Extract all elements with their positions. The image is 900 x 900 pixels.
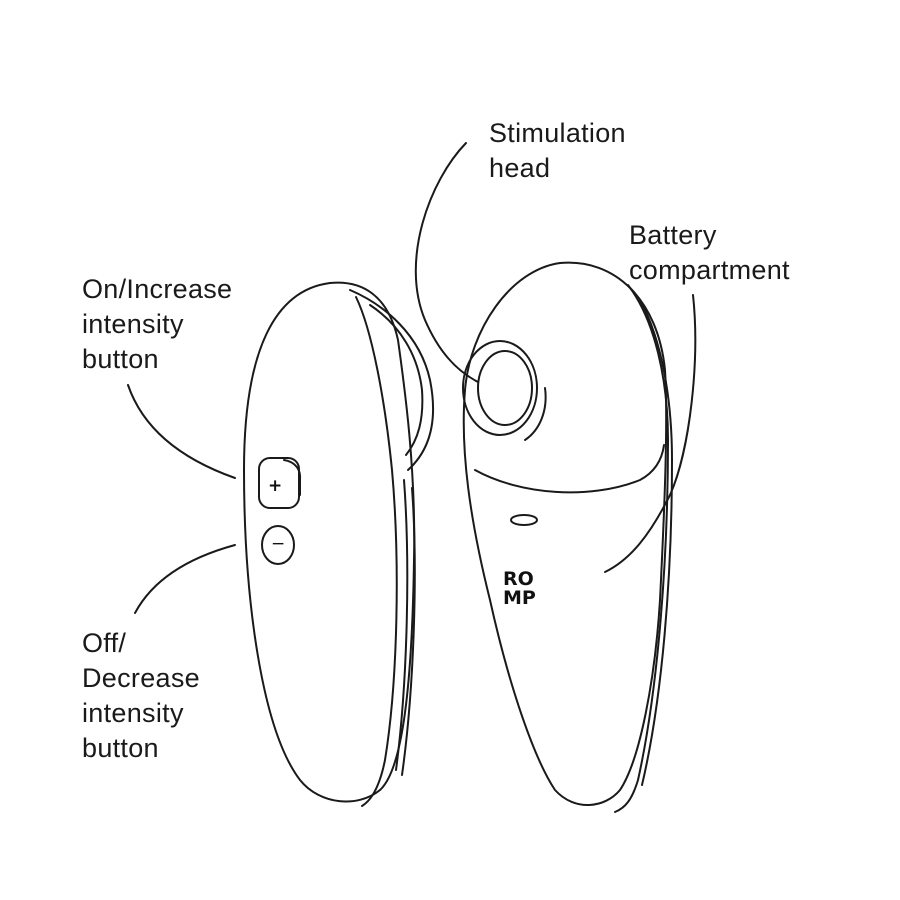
device-right-body <box>462 261 668 806</box>
device-right-head-seam <box>474 444 665 494</box>
device-right <box>462 261 673 813</box>
device-left-body <box>243 281 416 803</box>
label-line: On/Increase <box>82 274 233 304</box>
label-on-increase-button: On/Increase intensity button <box>82 272 232 377</box>
label-battery-compartment: Battery compartment <box>629 218 790 288</box>
logo-line-1: RO <box>503 568 534 590</box>
device-left-side-edge <box>355 296 398 807</box>
device-left <box>243 281 435 807</box>
label-line: Off/ <box>82 628 127 658</box>
plus-button-shade <box>283 459 302 496</box>
romp-logo: RO MP <box>503 570 536 608</box>
label-line: head <box>489 153 551 183</box>
stimulation-head-shadow <box>524 387 547 441</box>
label-line: compartment <box>629 255 790 285</box>
label-off-decrease-button: Off/ Decrease intensity button <box>82 626 200 766</box>
stimulation-head-inner <box>477 350 533 426</box>
leader-off-decrease <box>134 544 236 614</box>
minus-button-outline <box>261 525 295 565</box>
logo-line-2: MP <box>503 587 536 609</box>
leader-stimulation-head <box>414 142 479 383</box>
leader-on-increase <box>127 384 236 479</box>
label-line: intensity <box>82 309 184 339</box>
leader-battery-compartment <box>604 294 697 573</box>
device-left-seam-2 <box>401 487 416 776</box>
device-left-head-back <box>349 289 435 471</box>
label-line: button <box>82 344 159 374</box>
stimulation-head-outer <box>462 340 538 436</box>
device-right-side-edge <box>614 284 669 813</box>
device-right-side-edge-2 <box>639 299 673 786</box>
device-left-head-back-inner <box>369 304 424 456</box>
plus-icon: + <box>268 476 283 496</box>
label-stimulation-head: Stimulation head <box>489 116 626 186</box>
label-line: Decrease <box>82 663 200 693</box>
battery-slot <box>510 514 538 526</box>
label-line: Stimulation <box>489 118 626 148</box>
label-line: Battery <box>629 220 717 250</box>
label-line: button <box>82 733 159 763</box>
minus-icon: − <box>271 534 286 554</box>
label-line: intensity <box>82 698 184 728</box>
device-left-seam <box>395 479 409 771</box>
